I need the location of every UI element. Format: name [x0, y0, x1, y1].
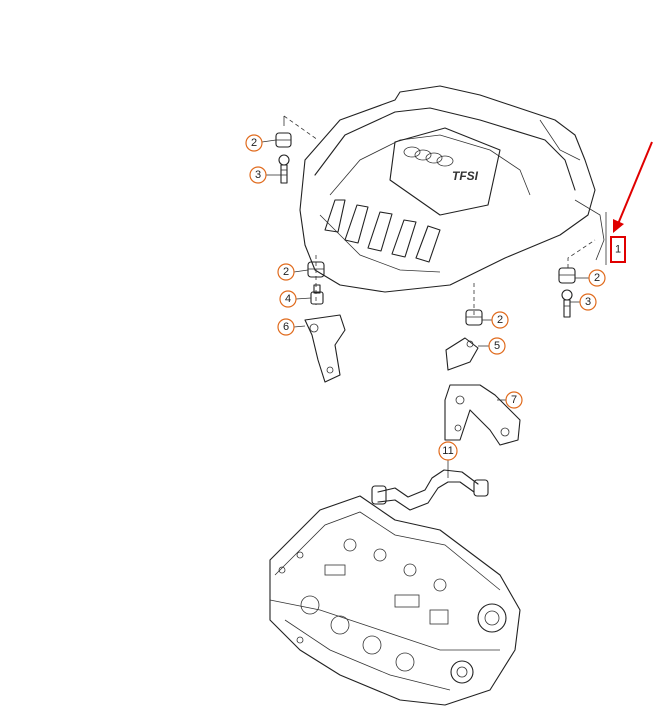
bracket-right: [444, 384, 521, 446]
callout-7-label: 7: [511, 394, 517, 406]
callout-2-right-label: 2: [594, 272, 600, 284]
callout-1-label: 1: [615, 244, 621, 256]
callout-11: 11: [438, 441, 458, 461]
leader-lines: [283, 115, 607, 478]
callout-6: 6: [277, 318, 295, 336]
callout-leaders: [261, 139, 590, 401]
callout-2-left-middle-label: 2: [283, 266, 289, 278]
callout-4: 4: [279, 290, 297, 308]
grommet-center: [465, 309, 483, 326]
callout-3-right: 3: [579, 293, 597, 311]
callout-2-right: 2: [588, 269, 606, 287]
callout-4-label: 4: [285, 293, 291, 305]
bracket-left: [304, 314, 346, 383]
callout-5-label: 5: [494, 340, 500, 352]
bolt-right: [561, 289, 573, 318]
callout-2-top-left-label: 2: [251, 137, 257, 149]
callout-1-highlighted: 1: [610, 236, 626, 263]
callout-2-center: 2: [491, 311, 509, 329]
callout-3-top-left: 3: [249, 166, 267, 184]
breather-hose: [371, 469, 489, 511]
cylinder-head: [269, 495, 521, 706]
clip-center: [445, 337, 479, 371]
red-arrow-icon: [613, 141, 653, 233]
logo-text: TFSI: [452, 169, 479, 183]
callout-6-label: 6: [283, 321, 289, 333]
callout-7: 7: [505, 391, 523, 409]
callout-11-label: 11: [442, 445, 453, 457]
grommet-top-left: [275, 132, 292, 148]
callout-5: 5: [488, 337, 506, 355]
engine-cover: TFSI: [299, 85, 605, 293]
callout-3-right-label: 3: [585, 296, 591, 308]
grommet-right: [558, 267, 576, 284]
stud-left-middle: [310, 284, 324, 305]
callout-2-center-label: 2: [497, 314, 503, 326]
bolt-top-left: [278, 154, 290, 184]
callout-3-top-left-label: 3: [255, 169, 261, 181]
grommet-left-middle: [307, 261, 325, 278]
callout-2-top-left: 2: [245, 134, 263, 152]
callout-2-left-middle: 2: [277, 263, 295, 281]
